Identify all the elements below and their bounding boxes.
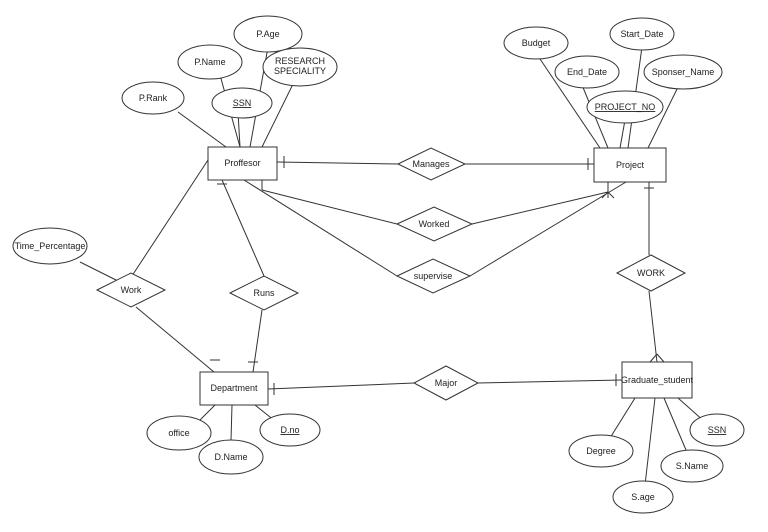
attribute-time-percentage-label: Time_Percentage xyxy=(15,241,86,251)
attribute-time-percentage: Time_Percentage xyxy=(12,227,88,265)
relationship-supervise-label: supervise xyxy=(414,271,453,281)
attribute-budget: Budget xyxy=(503,26,569,60)
entity-department-label: Department xyxy=(210,383,258,393)
relationship-runs-label: Runs xyxy=(253,288,275,298)
relationship-work-project[interactable]: WORK xyxy=(615,254,687,292)
attribute-ssn-student: SSN xyxy=(689,413,745,447)
attribute-budget-label: Budget xyxy=(522,38,551,48)
relationship-major-label: Major xyxy=(435,378,458,388)
attribute-s-age-label: S.age xyxy=(631,492,655,502)
attribute-office-label: office xyxy=(168,428,189,438)
attribute-ssn-student-label: SSN xyxy=(708,425,727,435)
attribute-d-no-label: D.no xyxy=(280,425,299,435)
attribute-p-rank: P.Rank xyxy=(121,81,185,115)
attribute-s-name: S.Name xyxy=(660,449,724,483)
attribute-ssn-professor: SSN xyxy=(211,87,273,119)
relationship-manages-label: Manages xyxy=(412,159,450,169)
attribute-sponsor-name-label: Sponser_Name xyxy=(652,67,715,77)
attribute-start-date: Start_Date xyxy=(609,17,675,51)
attribute-research-speciality: RESEARCH SPECIALITY xyxy=(262,47,338,87)
attribute-d-name: D.Name xyxy=(198,439,264,475)
entity-project[interactable]: Project xyxy=(593,147,667,183)
attribute-s-name-label: S.Name xyxy=(676,461,709,471)
attribute-d-no: D.no xyxy=(259,413,321,447)
attribute-p-rank-label: P.Rank xyxy=(139,93,168,103)
attribute-s-age: S.age xyxy=(612,480,674,514)
attribute-research-line2: SPECIALITY xyxy=(274,66,326,76)
attribute-project-no: PROJECT_NO xyxy=(586,90,664,124)
attribute-degree: Degree xyxy=(568,434,634,468)
entity-professor[interactable]: Proffesor xyxy=(207,146,278,181)
attribute-ssn-professor-label: SSN xyxy=(233,98,252,108)
attribute-p-age: P.Age xyxy=(233,15,303,53)
relationship-work[interactable]: Work xyxy=(95,272,167,308)
relationship-supervise[interactable]: supervise xyxy=(395,258,472,294)
entity-professor-label: Proffesor xyxy=(224,158,260,168)
attribute-p-name-label: P.Name xyxy=(194,57,225,67)
relationship-work-project-label: WORK xyxy=(637,268,665,278)
entity-project-label: Project xyxy=(616,160,645,170)
attribute-p-name: P.Name xyxy=(177,44,243,80)
relationship-major[interactable]: Major xyxy=(412,365,480,401)
entity-department[interactable]: Department xyxy=(199,371,269,406)
relationship-lines xyxy=(125,152,665,395)
attribute-office: office xyxy=(146,415,212,451)
attribute-sponsor-name: Sponser_Name xyxy=(643,54,723,90)
relationship-worked-label: Worked xyxy=(419,219,450,229)
attribute-project-no-label: PROJECT_NO xyxy=(595,102,656,112)
entity-graduate-student-label: Graduate_student xyxy=(621,375,694,385)
attribute-p-age-label: P.Age xyxy=(256,29,279,39)
entity-graduate-student[interactable]: Graduate_student xyxy=(621,361,694,399)
relationship-manages[interactable]: Manages xyxy=(396,147,467,181)
relationship-work-label: Work xyxy=(121,285,142,295)
attribute-end-date: End_Date xyxy=(554,55,620,89)
relationship-worked[interactable]: Worked xyxy=(395,206,474,242)
attribute-d-name-label: D.Name xyxy=(214,452,247,462)
attribute-research-line1: RESEARCH xyxy=(275,56,325,66)
attribute-degree-label: Degree xyxy=(586,446,616,456)
relationship-runs[interactable]: Runs xyxy=(228,275,300,311)
attribute-start-date-label: Start_Date xyxy=(620,29,663,39)
attribute-end-date-label: End_Date xyxy=(567,67,607,77)
